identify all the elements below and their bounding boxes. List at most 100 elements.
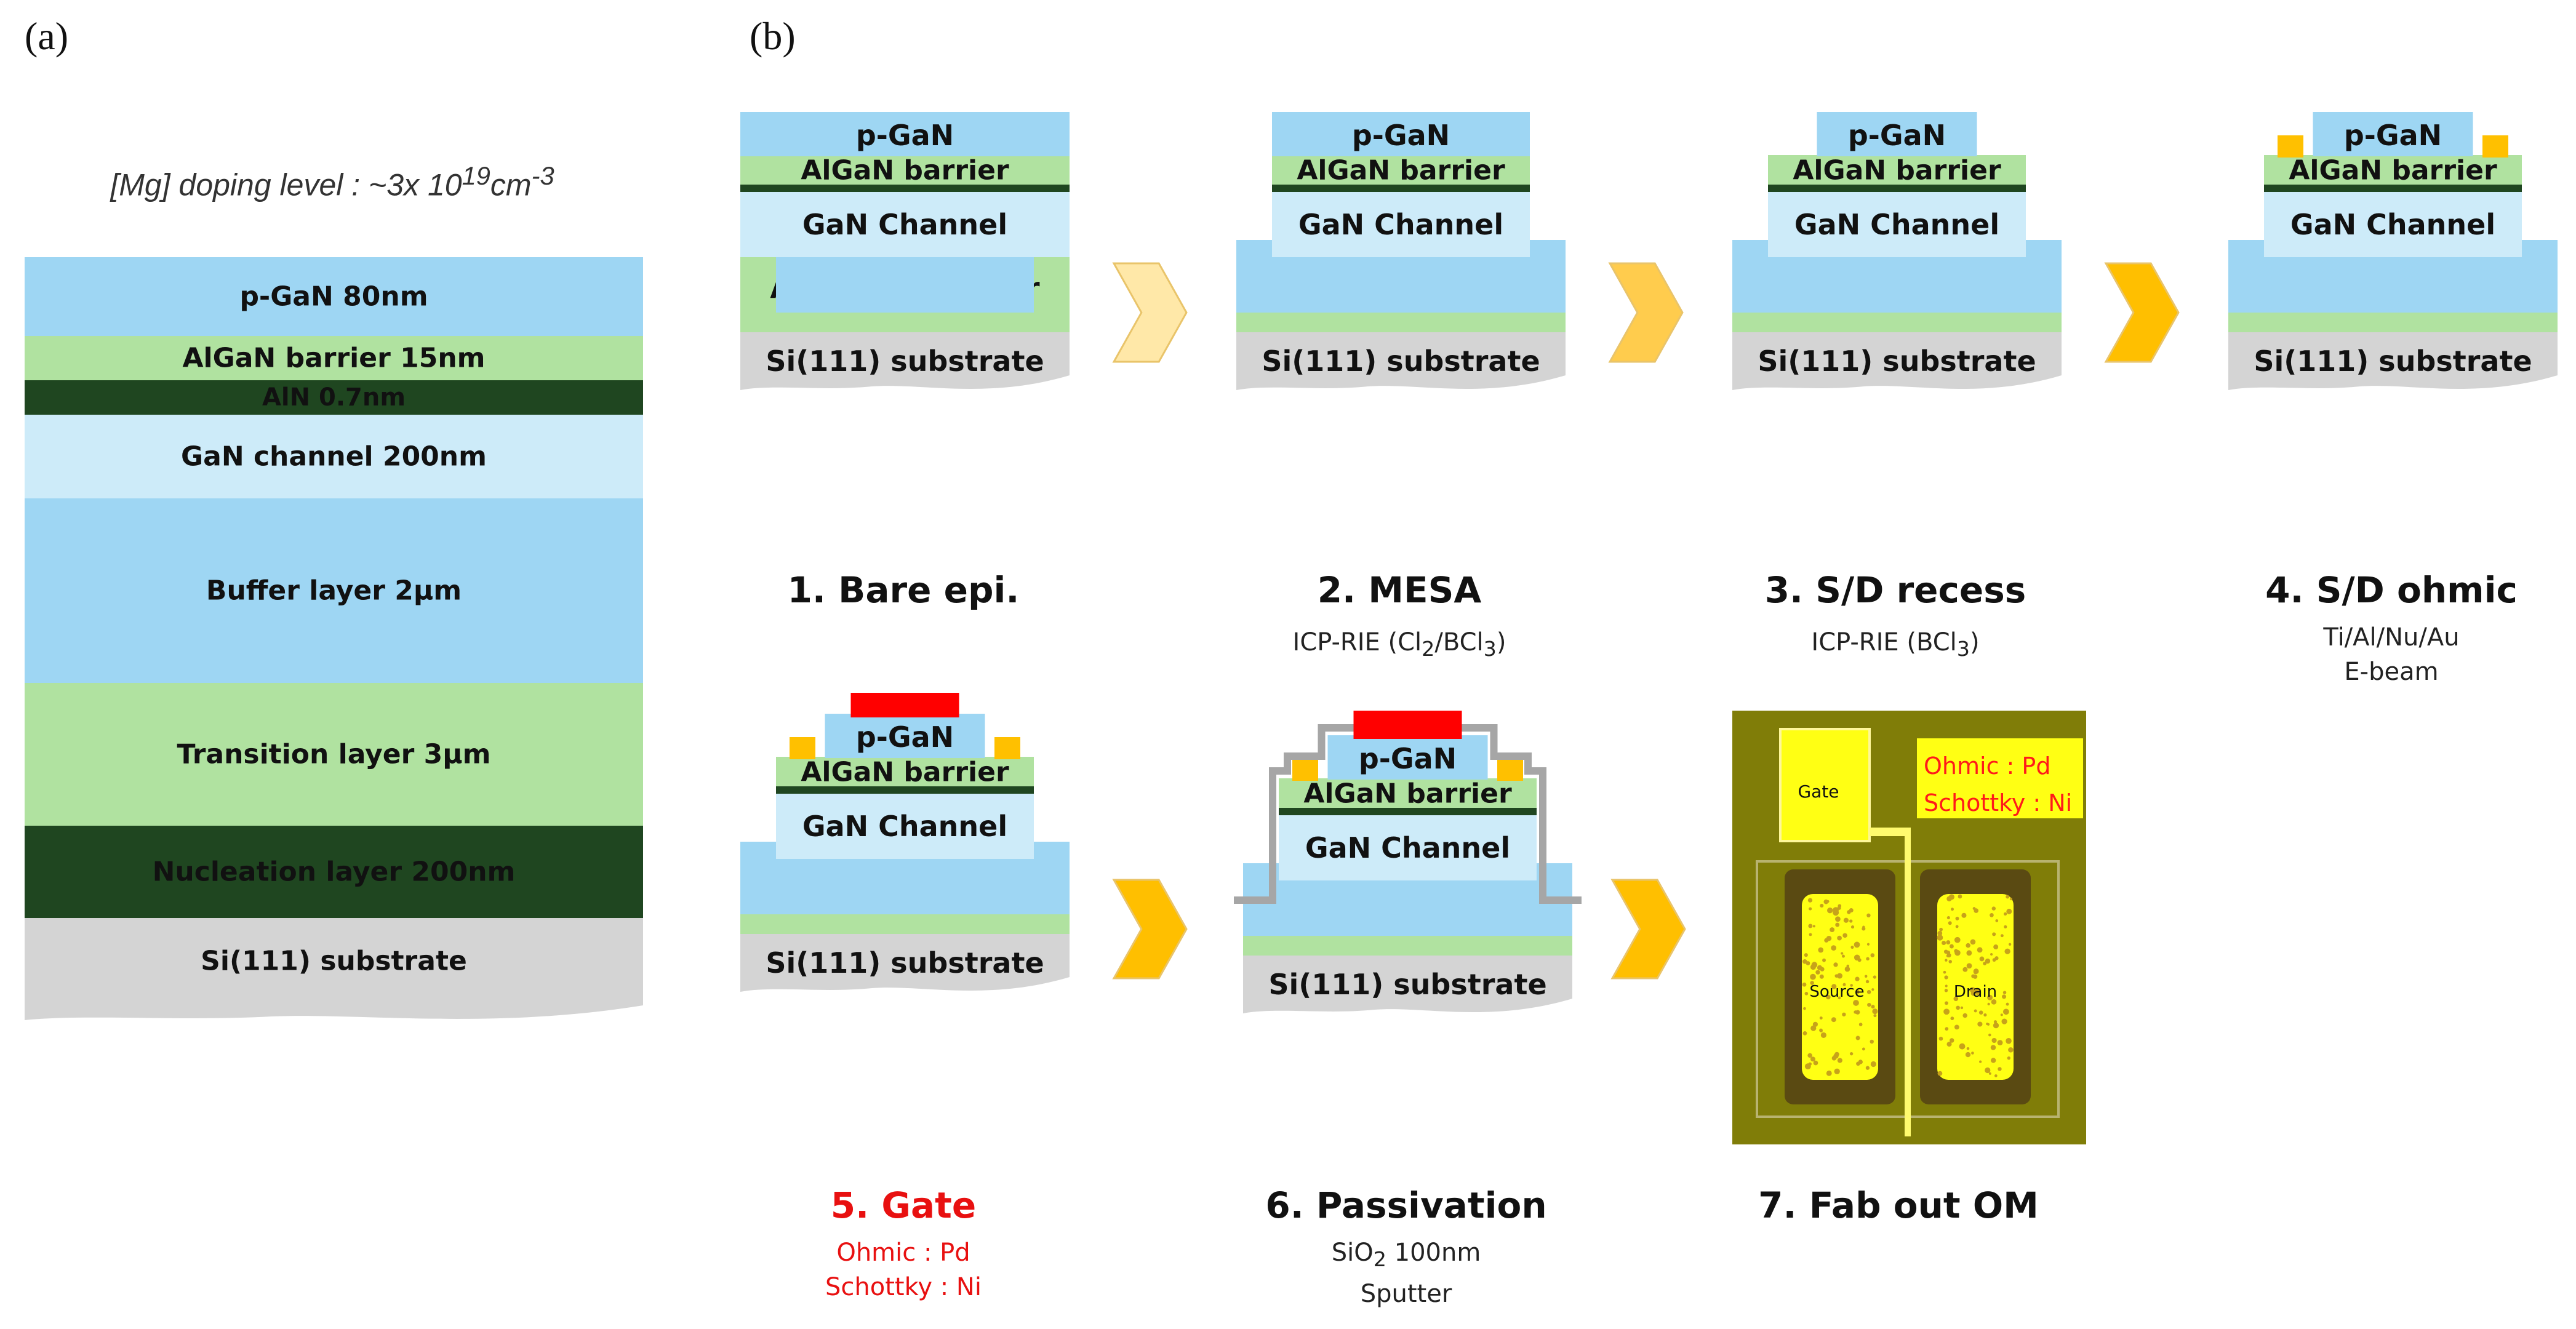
om-drain-grain [1977, 1021, 1983, 1027]
om-drain-grain [1944, 975, 1948, 980]
om-source-grain [1867, 1002, 1871, 1007]
step-6-substrate-label: Si(111) substrate [1268, 968, 1546, 1001]
step-5-algan [776, 757, 1034, 786]
om-drain-grain [1950, 1016, 1954, 1021]
om-source-grain [1838, 996, 1841, 1000]
om-source-grain [1831, 945, 1836, 951]
om-source-grain [1847, 910, 1851, 914]
om-drain-grain [2003, 1008, 2009, 1015]
om-drain-grain [1979, 956, 1985, 962]
panel-b-label: (b) [750, 14, 796, 58]
stack-a-layer-1 [25, 257, 643, 336]
om-source-grain [1850, 984, 1853, 987]
step-7-title: 7. Fab out OM [1758, 1184, 2039, 1226]
panel-a-label: (a) [25, 14, 69, 58]
step-3-aln [1768, 183, 2026, 192]
om-drain-grain [2001, 994, 2007, 999]
step-4-channel [2264, 191, 2522, 257]
step-4-pgan-label: p-GaN [2344, 119, 2442, 152]
step-3-subtitle-line: ICP-RIE (BCl3) [1811, 628, 1980, 661]
om-drain-grain [1990, 912, 1994, 917]
stack-a-layer-label-2: AlGaN barrier 15nm [182, 343, 485, 374]
om-drain-grain [1946, 916, 1950, 920]
step-5-gate-metal [850, 693, 959, 717]
om-source-grain [1855, 989, 1860, 994]
om-source-grain [1841, 952, 1844, 955]
om-legend: Ohmic : Pd Schottky : Ni [1924, 748, 2072, 821]
step-3-algan [1768, 155, 2026, 185]
om-source-grain [1802, 959, 1807, 964]
om-source-grain [1803, 1007, 1806, 1010]
om-source-grain [1819, 974, 1824, 979]
step-5-algan-label: AlGaN barrier [801, 757, 1009, 788]
step-4-pgan [2313, 112, 2473, 156]
om-source-grain [1802, 1031, 1807, 1036]
om-source-grain [1806, 961, 1810, 965]
stack-a-layer-label-7: Nucleation layer 200nm [153, 856, 516, 888]
om-source-grain [1853, 1000, 1859, 1006]
om-source-grain [1807, 898, 1813, 903]
om-source-grain [1824, 938, 1829, 943]
step-6-subtitle: SiO2 100nm Sputter [1222, 1235, 1591, 1311]
om-source-grain [1826, 1070, 1832, 1076]
stack-a-layer-6 [25, 683, 643, 826]
step-2-channel-label: GaN Channel [1298, 208, 1503, 241]
om-drain-grain [1995, 919, 1999, 922]
step-1-aln [740, 183, 1070, 192]
om-source-grain [1836, 973, 1843, 979]
om-source-grain [1826, 900, 1830, 903]
om-drain-grain [1937, 935, 1943, 941]
om-drain-grain [1966, 963, 1972, 969]
om-drain-grain [2003, 912, 2007, 916]
om-drain-grain [2006, 1002, 2009, 1006]
om-drain-grain [1971, 1052, 1974, 1055]
stack-a-layer-label-5: Buffer layer 2µm [206, 575, 462, 607]
step-6-pgan [1327, 735, 1488, 780]
step-6-subtitle-line-2: Sputter [1360, 1280, 1452, 1308]
om-drain-grain [2006, 908, 2012, 914]
step-5-channel [776, 792, 1034, 859]
step-5-aln [776, 785, 1034, 794]
om-drain-grain [1973, 968, 1979, 974]
om-drain-grain [1954, 949, 1961, 956]
om-drain-grain [1948, 921, 1952, 925]
step-6-aln [1279, 807, 1537, 815]
om-source-grain [1835, 922, 1840, 927]
om-drain-grain [1991, 999, 1997, 1005]
om-drain-grain [1944, 989, 1948, 992]
om-source-grain [1856, 1061, 1860, 1066]
step-5-pgan [825, 714, 985, 758]
om-source-grain [1833, 907, 1839, 914]
step-3-channel [1768, 191, 2026, 257]
om-drain-grain [1962, 967, 1968, 972]
stack-a-layer-label-6: Transition layer 3µm [177, 739, 491, 770]
step-5-subtitle: Ohmic : Pd Schottky : Ni [719, 1235, 1088, 1304]
step-2-title: 2. MESA [1317, 569, 1482, 611]
om-source-grain [1843, 917, 1849, 923]
step-5-subtitle-line-1: Ohmic : Pd [836, 1239, 970, 1267]
step-6-pgan-label: p-GaN [1359, 742, 1457, 775]
om-source-grain [1820, 967, 1825, 972]
om-drain-grain [2006, 895, 2010, 899]
om-source-grain [1866, 913, 1871, 918]
om-drain-grain [1962, 1013, 1967, 1018]
step-6-title: 6. Passivation [1265, 1184, 1547, 1226]
om-drain-grain [1974, 1009, 1977, 1013]
om-source-grain [1812, 925, 1815, 928]
step-2-substrate-label: Si(111) substrate [1262, 345, 1540, 378]
om-drain-grain [1988, 1072, 1991, 1075]
step-4-drain-contact [2482, 135, 2508, 158]
om-drain-grain [1961, 912, 1967, 918]
om-drain-grain [1953, 996, 1959, 1002]
om-drain-grain [1943, 970, 1946, 974]
step-6-algan [1279, 778, 1537, 808]
om-drain-grain [1955, 916, 1959, 920]
step-5-substrate-label: Si(111) substrate [766, 946, 1044, 980]
om-source-grain [1810, 973, 1816, 980]
om-drain-grain [1938, 1036, 1943, 1041]
om-source-grain [1862, 1047, 1865, 1051]
step-2-algan [1272, 155, 1530, 185]
om-source-grain [1835, 916, 1841, 922]
om-source-grain [1822, 958, 1826, 962]
